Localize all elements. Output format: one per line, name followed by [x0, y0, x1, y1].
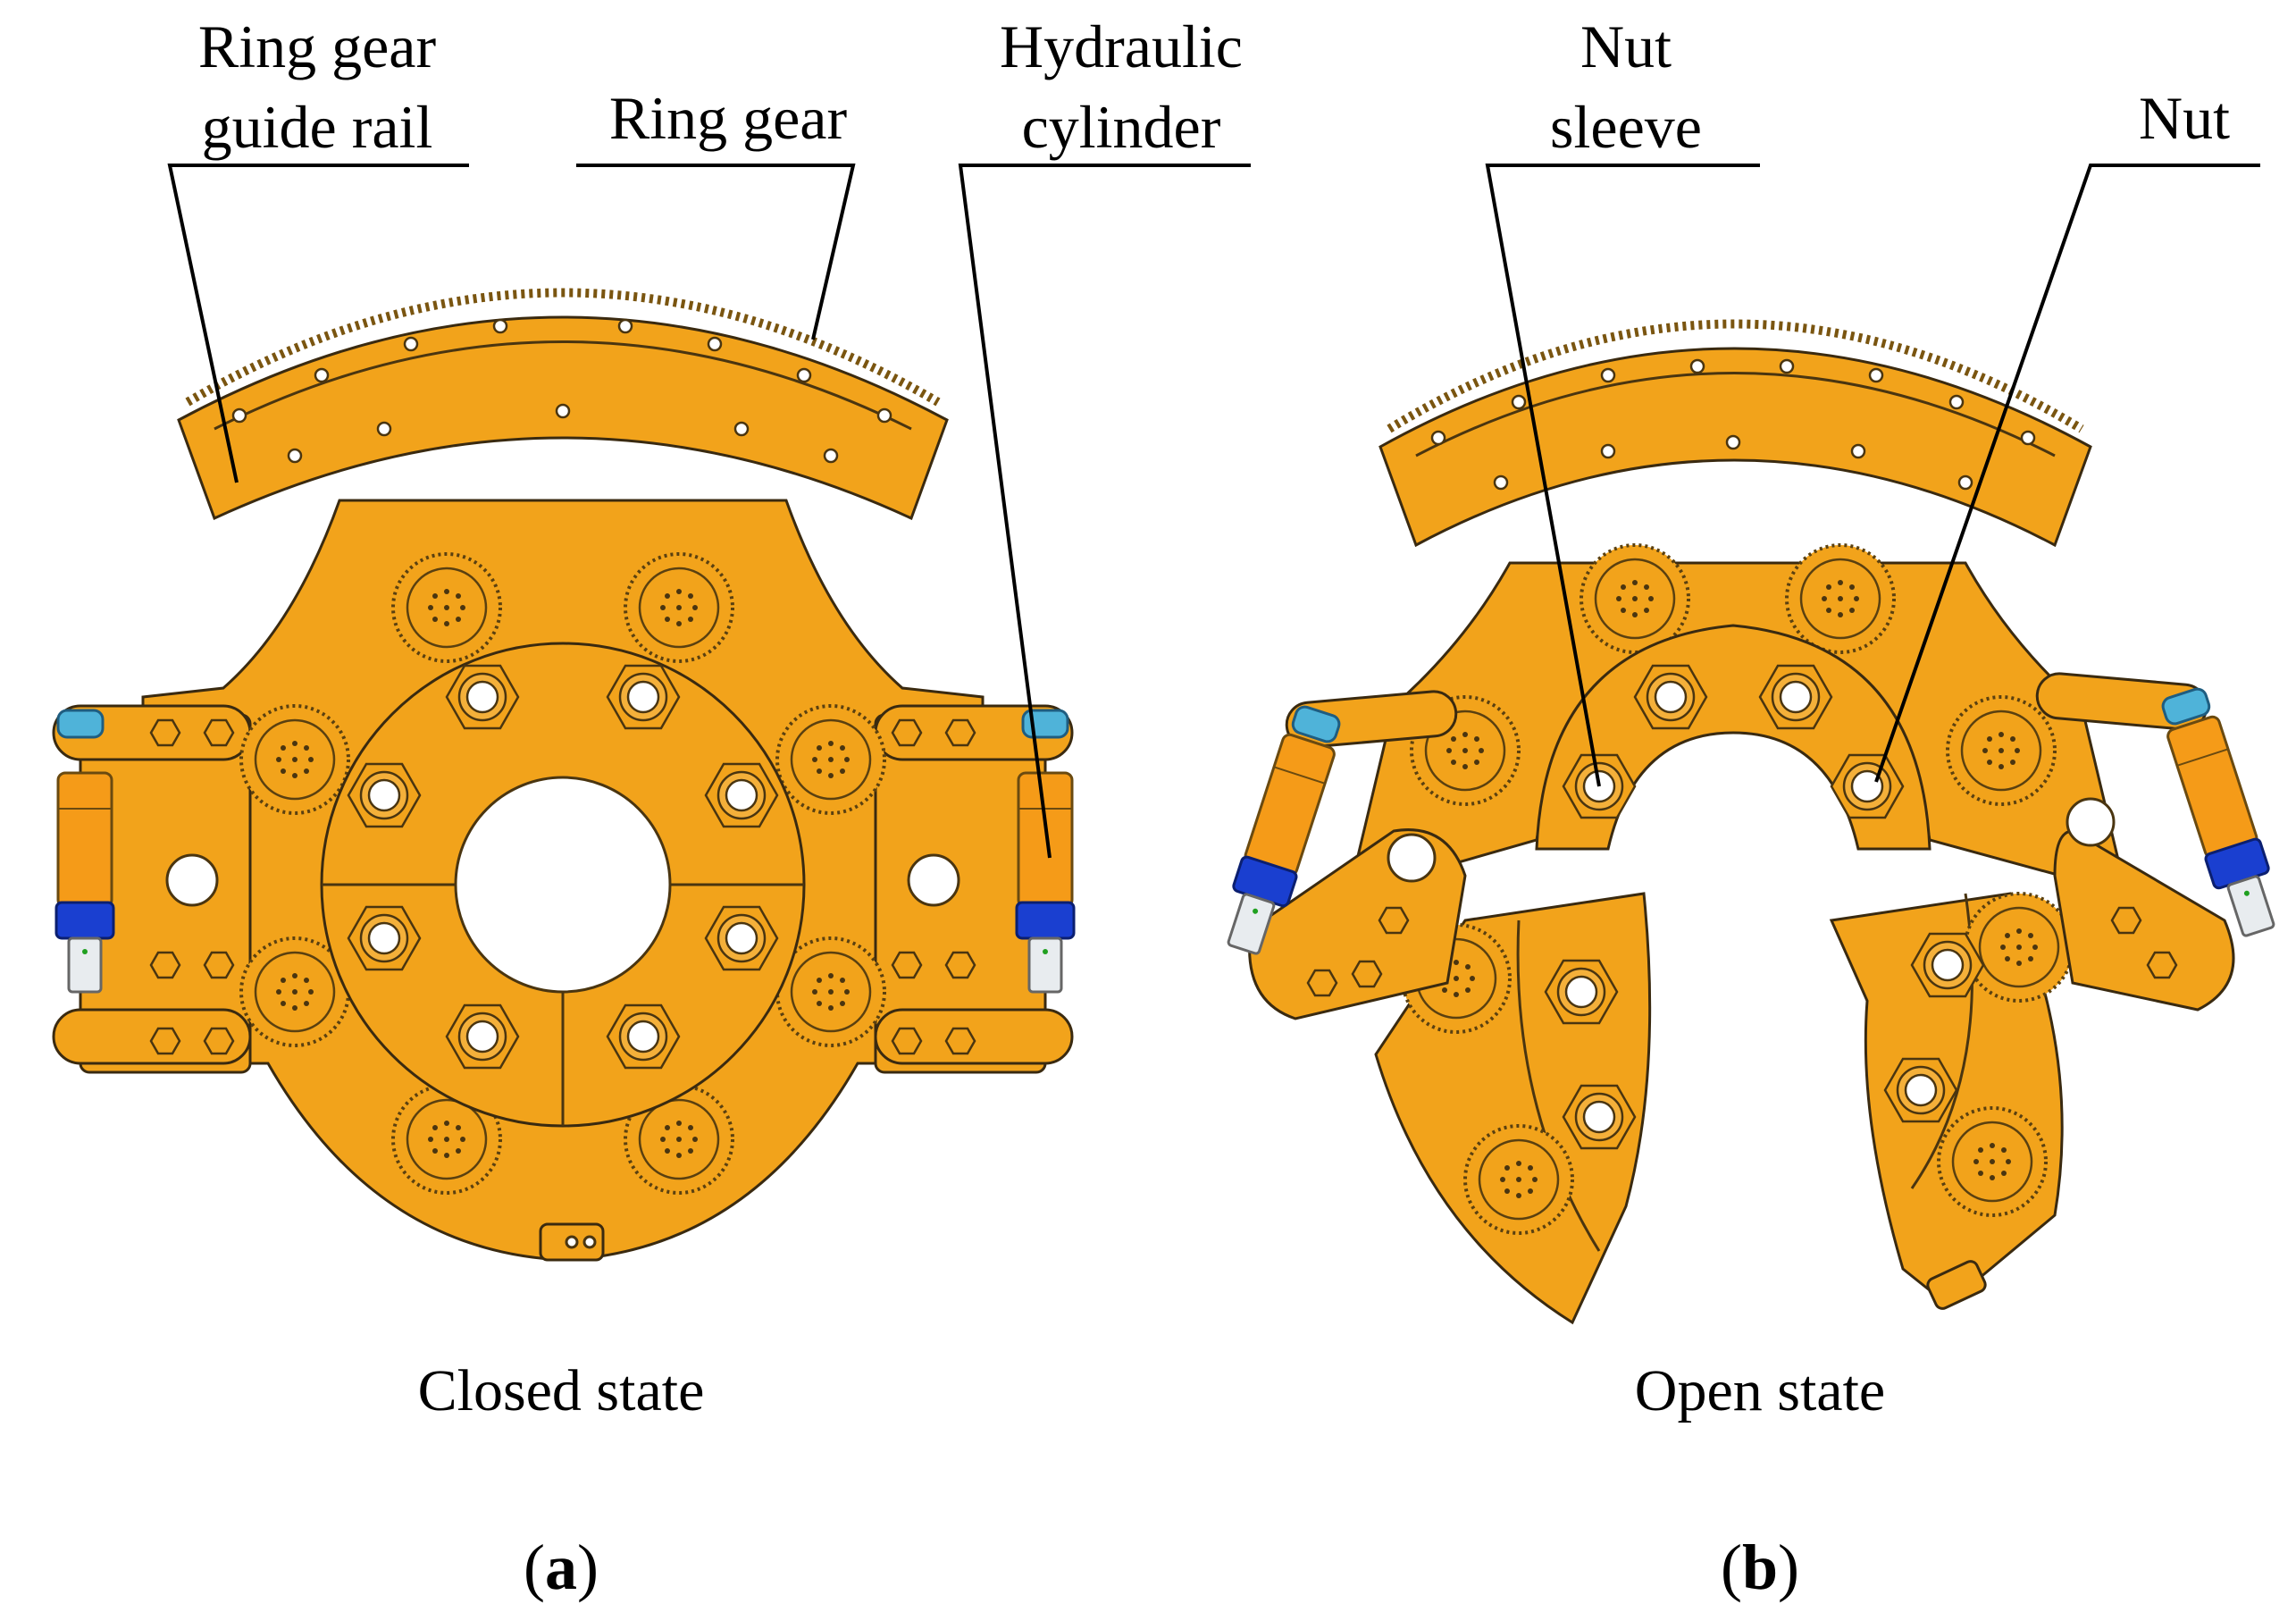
label-ring-gear: Ring gear — [609, 84, 848, 152]
label-nut-sleeve-line2: sleeve — [1550, 93, 1702, 161]
label-nut: Nut — [2139, 84, 2230, 152]
subfigure-letter-a: a — [545, 1532, 577, 1603]
label-ring-gear-guide-rail-line1: Ring gear — [198, 13, 437, 80]
caption-closed-state: Closed state — [418, 1358, 705, 1423]
label-nut-sleeve-line1: Nut — [1580, 13, 1672, 80]
caption-open-state: Open state — [1635, 1358, 1885, 1423]
label-ring-gear-guide-rail-line2: guide rail — [202, 93, 433, 161]
leader-lines — [167, 164, 2260, 859]
label-hydraulic-cylinder-line1: Hydraulic — [1000, 13, 1243, 80]
subfigure-label-a: (a) — [524, 1532, 599, 1603]
subfigure-letter-b: b — [1742, 1532, 1778, 1603]
open-state-drawing — [1214, 319, 2288, 1325]
callout-labels: Ring gear guide rail Ring gear Hydraulic… — [198, 13, 2230, 161]
subfigure-label-b: (b) — [1721, 1532, 1799, 1603]
label-hydraulic-cylinder-line2: cylinder — [1022, 93, 1221, 161]
closed-state-drawing — [52, 288, 1076, 1262]
